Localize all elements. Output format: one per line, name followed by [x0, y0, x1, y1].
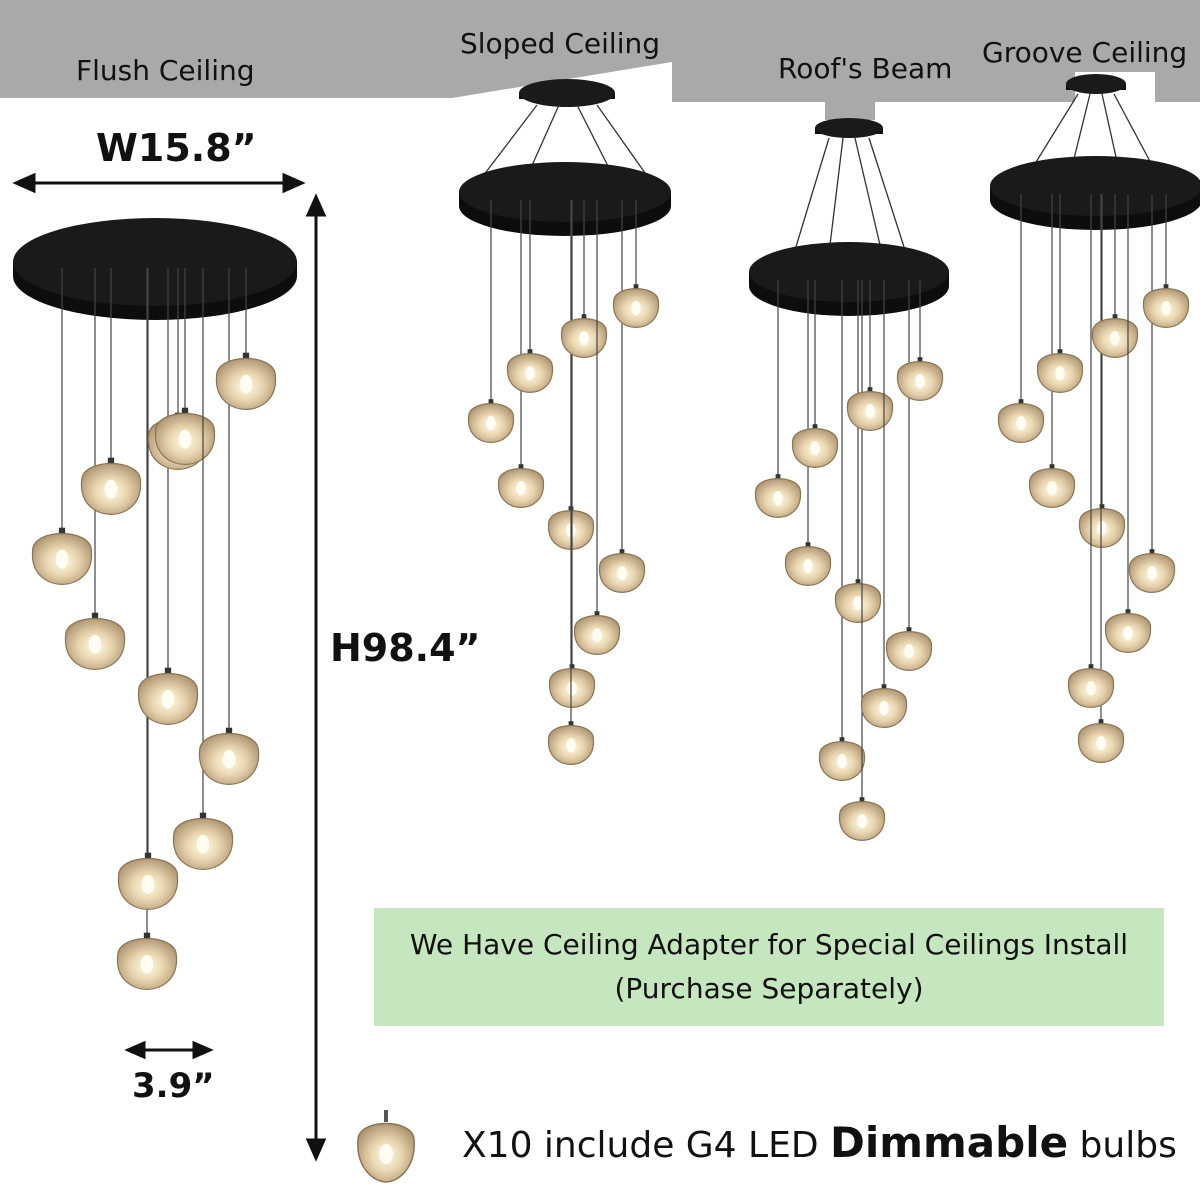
- bulb-note: X10 include G4 LED Dimmable bulbs: [462, 1118, 1177, 1167]
- width-arrow: [12, 172, 306, 194]
- canopy-groove: [990, 156, 1200, 230]
- pendant-shade: [547, 200, 595, 766]
- canopy-flush: [13, 218, 297, 320]
- pendant-shade: [506, 200, 554, 394]
- pendant-shade: [1077, 194, 1125, 764]
- suspension-cables-sloped: [479, 104, 651, 181]
- pendant-shade: [117, 268, 179, 911]
- shade-width-arrow: [124, 1040, 214, 1060]
- pendant-shade: [598, 200, 646, 594]
- pendant-shade: [1128, 194, 1176, 594]
- pendant-shade: [467, 200, 515, 444]
- pendant-shade: [896, 280, 944, 402]
- adapter-note-box: We Have Ceiling Adapter for Special Ceil…: [374, 908, 1164, 1026]
- pendant-shade: [1067, 194, 1115, 709]
- flush-ceiling-label: Flush Ceiling: [76, 54, 255, 87]
- adapter-note-line1: We Have Ceiling Adapter for Special Ceil…: [409, 928, 1129, 961]
- pendant-shade: [838, 280, 886, 842]
- pendant-shade: [573, 200, 621, 656]
- bulb-note-prefix: X10 include G4 LED: [462, 1125, 819, 1166]
- pendant-shade: [997, 194, 1045, 444]
- pendant-shade: [818, 280, 866, 782]
- pendant-shade: [497, 200, 545, 509]
- pendant-shade: [560, 200, 608, 359]
- width-dimension-label: W15.8”: [96, 126, 257, 170]
- chandelier-group: [13, 74, 1200, 991]
- pendant-shade: [791, 280, 839, 469]
- pendant-shade: [1142, 194, 1190, 329]
- pendant-shade: [548, 200, 596, 709]
- shade-dimension-label: 3.9”: [132, 1066, 215, 1106]
- roofs-beam-label: Roof's Beam: [778, 52, 953, 85]
- pendant-shade: [860, 280, 908, 729]
- pendant-shade: [1036, 194, 1084, 394]
- pendant-shade: [80, 268, 142, 516]
- ceiling-band: [0, 0, 1200, 120]
- pendant-shade: [154, 268, 216, 466]
- groove-ceiling-label: Groove Ceiling: [982, 36, 1188, 69]
- pendant-shade: [1078, 194, 1126, 549]
- adapter-groove: [1066, 74, 1126, 94]
- pendant-shade: [215, 268, 277, 411]
- height-dimension-label: H98.4”: [330, 626, 481, 670]
- pendant-shade: [846, 280, 894, 432]
- pendant-shade: [116, 268, 178, 991]
- bulb-note-suffix: bulbs: [1079, 1125, 1177, 1166]
- bulb-note-emphasis: Dimmable: [830, 1118, 1069, 1167]
- pendant-shade: [64, 268, 126, 671]
- sloped-ceiling-label: Sloped Ceiling: [460, 27, 660, 60]
- pendant-shade: [834, 280, 882, 624]
- pendant-shade: [784, 280, 832, 587]
- pendant-shade: [198, 268, 260, 786]
- pendant-shade: [172, 268, 234, 871]
- height-arrow: [305, 193, 327, 1162]
- pendant-shade: [612, 200, 660, 329]
- pendant-shade: [1091, 194, 1139, 359]
- canopy-sloped: [459, 162, 671, 236]
- pendant-shade: [754, 280, 802, 519]
- pendant-shade: [137, 268, 199, 726]
- adapter-sloped: [519, 79, 615, 107]
- pendant-shade: [1028, 194, 1076, 509]
- canopy-beam: [749, 242, 949, 316]
- pendant-shade: [31, 268, 93, 586]
- adapter-note-line2: (Purchase Separately): [614, 972, 924, 1005]
- adapter-beam: [815, 118, 883, 138]
- pendant-shade: [1104, 194, 1152, 654]
- suspension-cables-beam: [794, 137, 906, 251]
- bulb-icon: [357, 1110, 415, 1183]
- pendant-shade: [885, 280, 933, 672]
